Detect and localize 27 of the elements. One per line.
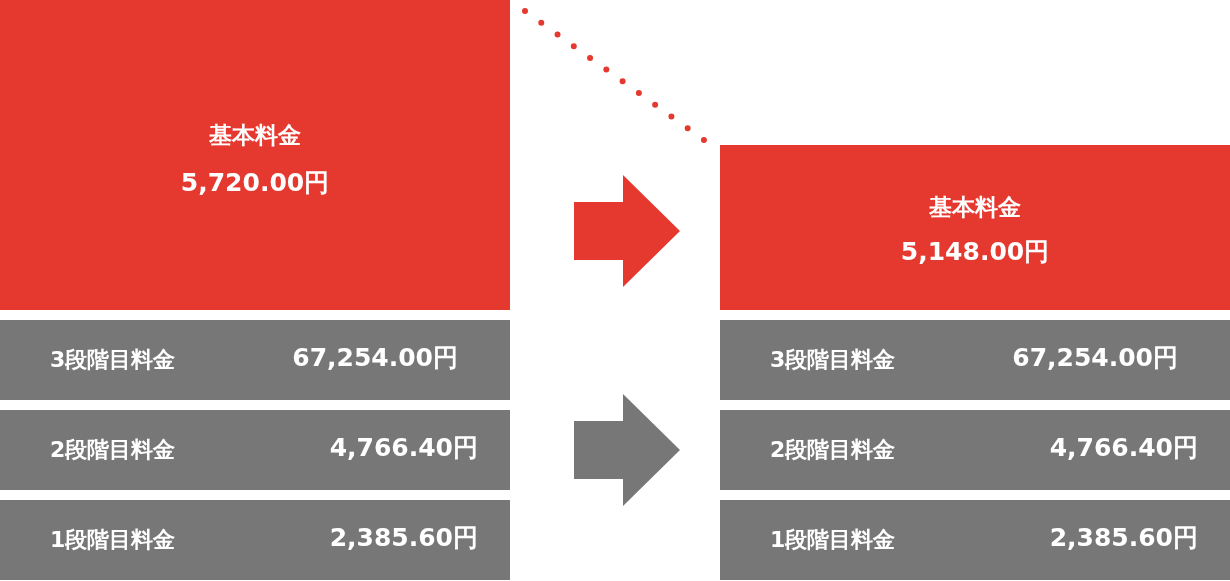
block-arrow	[574, 394, 680, 506]
fee-label: 2段階目料金	[50, 437, 176, 463]
fee-amount: 4,766.40円	[329, 433, 478, 463]
fee-label: 3段階目料金	[50, 347, 176, 373]
fee-box	[720, 145, 1230, 310]
block-arrow	[574, 175, 680, 287]
fee-box	[0, 0, 510, 310]
fee-row	[720, 320, 1230, 400]
fee-row	[720, 500, 1230, 580]
fee-row	[720, 410, 1230, 490]
fee-row	[0, 410, 510, 490]
fee-label: 1段階目料金	[770, 527, 896, 553]
fee-amount: 5,720.00円	[180, 168, 330, 198]
fee-label: 1段階目料金	[50, 527, 176, 553]
fee-row	[0, 500, 510, 580]
fee-amount: 2,385.60円	[329, 523, 478, 553]
fee-amount: 4,766.40円	[1049, 433, 1198, 463]
fee-label: 基本料金	[929, 193, 1021, 221]
fee-label: 基本料金	[209, 121, 301, 149]
fee-amount: 67,254.00円	[1012, 343, 1178, 373]
fee-amount: 5,148.00円	[900, 237, 1050, 267]
fee-row	[0, 320, 510, 400]
dotted-line	[522, 8, 707, 143]
fee-label: 3段階目料金	[770, 347, 896, 373]
fee-amount: 67,254.00円	[292, 343, 458, 373]
fee-label: 2段階目料金	[770, 437, 896, 463]
fee-amount: 2,385.60円	[1049, 523, 1198, 553]
